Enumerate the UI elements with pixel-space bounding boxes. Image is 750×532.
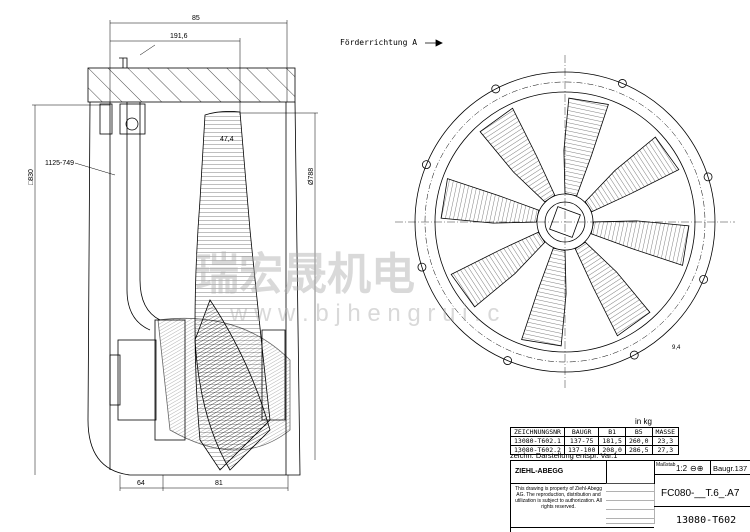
table-note: zeichn. Darstellung entspr. Var.1 bbox=[510, 451, 618, 460]
cell: 137-100 bbox=[563, 445, 600, 455]
cell: 181,5 bbox=[598, 436, 626, 446]
logo-cell: ZIEHL-ABEGG bbox=[511, 461, 607, 484]
dim-blade-offset: 191,6 bbox=[170, 33, 188, 40]
col-header: BAUGR bbox=[563, 427, 600, 437]
mounting-hole bbox=[618, 79, 627, 88]
cell: 286,5 bbox=[624, 445, 653, 455]
dim-bottom-right: 81 bbox=[215, 480, 223, 487]
mounting-hole bbox=[703, 172, 713, 182]
dim-blade-width: 47,4 bbox=[220, 136, 234, 143]
col-header: ZEICHNUNGSNR bbox=[510, 427, 565, 437]
fan-blade bbox=[450, 231, 546, 308]
dim-square-size: □830 bbox=[28, 169, 35, 185]
cell: 13080-T602.1 bbox=[510, 436, 565, 446]
watermark-cn: 瑞宏晟机电 bbox=[195, 250, 415, 299]
fan-blade bbox=[584, 136, 680, 213]
weight-unit: in kg bbox=[635, 417, 652, 426]
mounting-hole bbox=[629, 350, 639, 360]
designation: FC080-__T.6_.A7 bbox=[661, 488, 740, 499]
col-header: B1 bbox=[598, 427, 626, 437]
scale-value: 1:2 bbox=[676, 464, 688, 473]
cable-conduit bbox=[126, 102, 151, 331]
cell: 23,3 bbox=[651, 436, 680, 446]
size-label: Baugr.137 bbox=[713, 464, 748, 473]
front-view bbox=[395, 39, 735, 390]
terminal-box bbox=[99, 103, 113, 135]
hub-plate bbox=[549, 206, 581, 238]
fan-blade bbox=[521, 247, 567, 347]
dim-bottom-left: 64 bbox=[137, 480, 145, 487]
dim-overall-width: 85 bbox=[192, 15, 200, 22]
motor bbox=[117, 339, 157, 421]
fan-blade bbox=[479, 107, 556, 203]
housing-outline bbox=[87, 101, 301, 476]
dim-diameter: Ø788 bbox=[308, 167, 315, 185]
cable-label: 1125-749 bbox=[45, 160, 75, 167]
fan-blade bbox=[563, 97, 609, 197]
side-view bbox=[32, 20, 318, 491]
fan-blade bbox=[590, 220, 690, 266]
fan-blade bbox=[574, 241, 651, 337]
mounting-hole bbox=[417, 262, 427, 272]
detail-label: 9,4 bbox=[672, 345, 681, 351]
scale-label: Maßstab bbox=[656, 462, 676, 468]
direction-label: Förderrichtung A bbox=[340, 38, 418, 47]
cell: 260,0 bbox=[624, 436, 653, 446]
mounting-hole bbox=[422, 160, 431, 169]
company-logo: ZIEHL-ABEGG bbox=[515, 468, 564, 475]
col-header: MASSE bbox=[651, 427, 680, 437]
cell: 27,3 bbox=[651, 445, 680, 455]
fan-blade bbox=[440, 178, 540, 224]
cell: 137-75 bbox=[563, 436, 600, 446]
col-header: B5 bbox=[624, 427, 653, 437]
bolt bbox=[119, 57, 128, 68]
motor-guard bbox=[261, 329, 286, 421]
copyright-notice: This drawing is property of Ziehl-Abegg … bbox=[515, 486, 602, 510]
mounting-hole bbox=[491, 84, 501, 94]
watermark-url: w w w . b j h e n g r u i . c bbox=[230, 300, 500, 327]
mounting-hole bbox=[503, 356, 512, 365]
title-block: ZIEHL-ABEGG This drawing is property of … bbox=[510, 460, 750, 532]
drawing-number: 13080-T602 bbox=[676, 515, 737, 526]
housing-flange-section bbox=[87, 67, 296, 103]
projection-icon: ⊖⊕ bbox=[690, 464, 704, 473]
mounting-hole bbox=[699, 275, 708, 284]
